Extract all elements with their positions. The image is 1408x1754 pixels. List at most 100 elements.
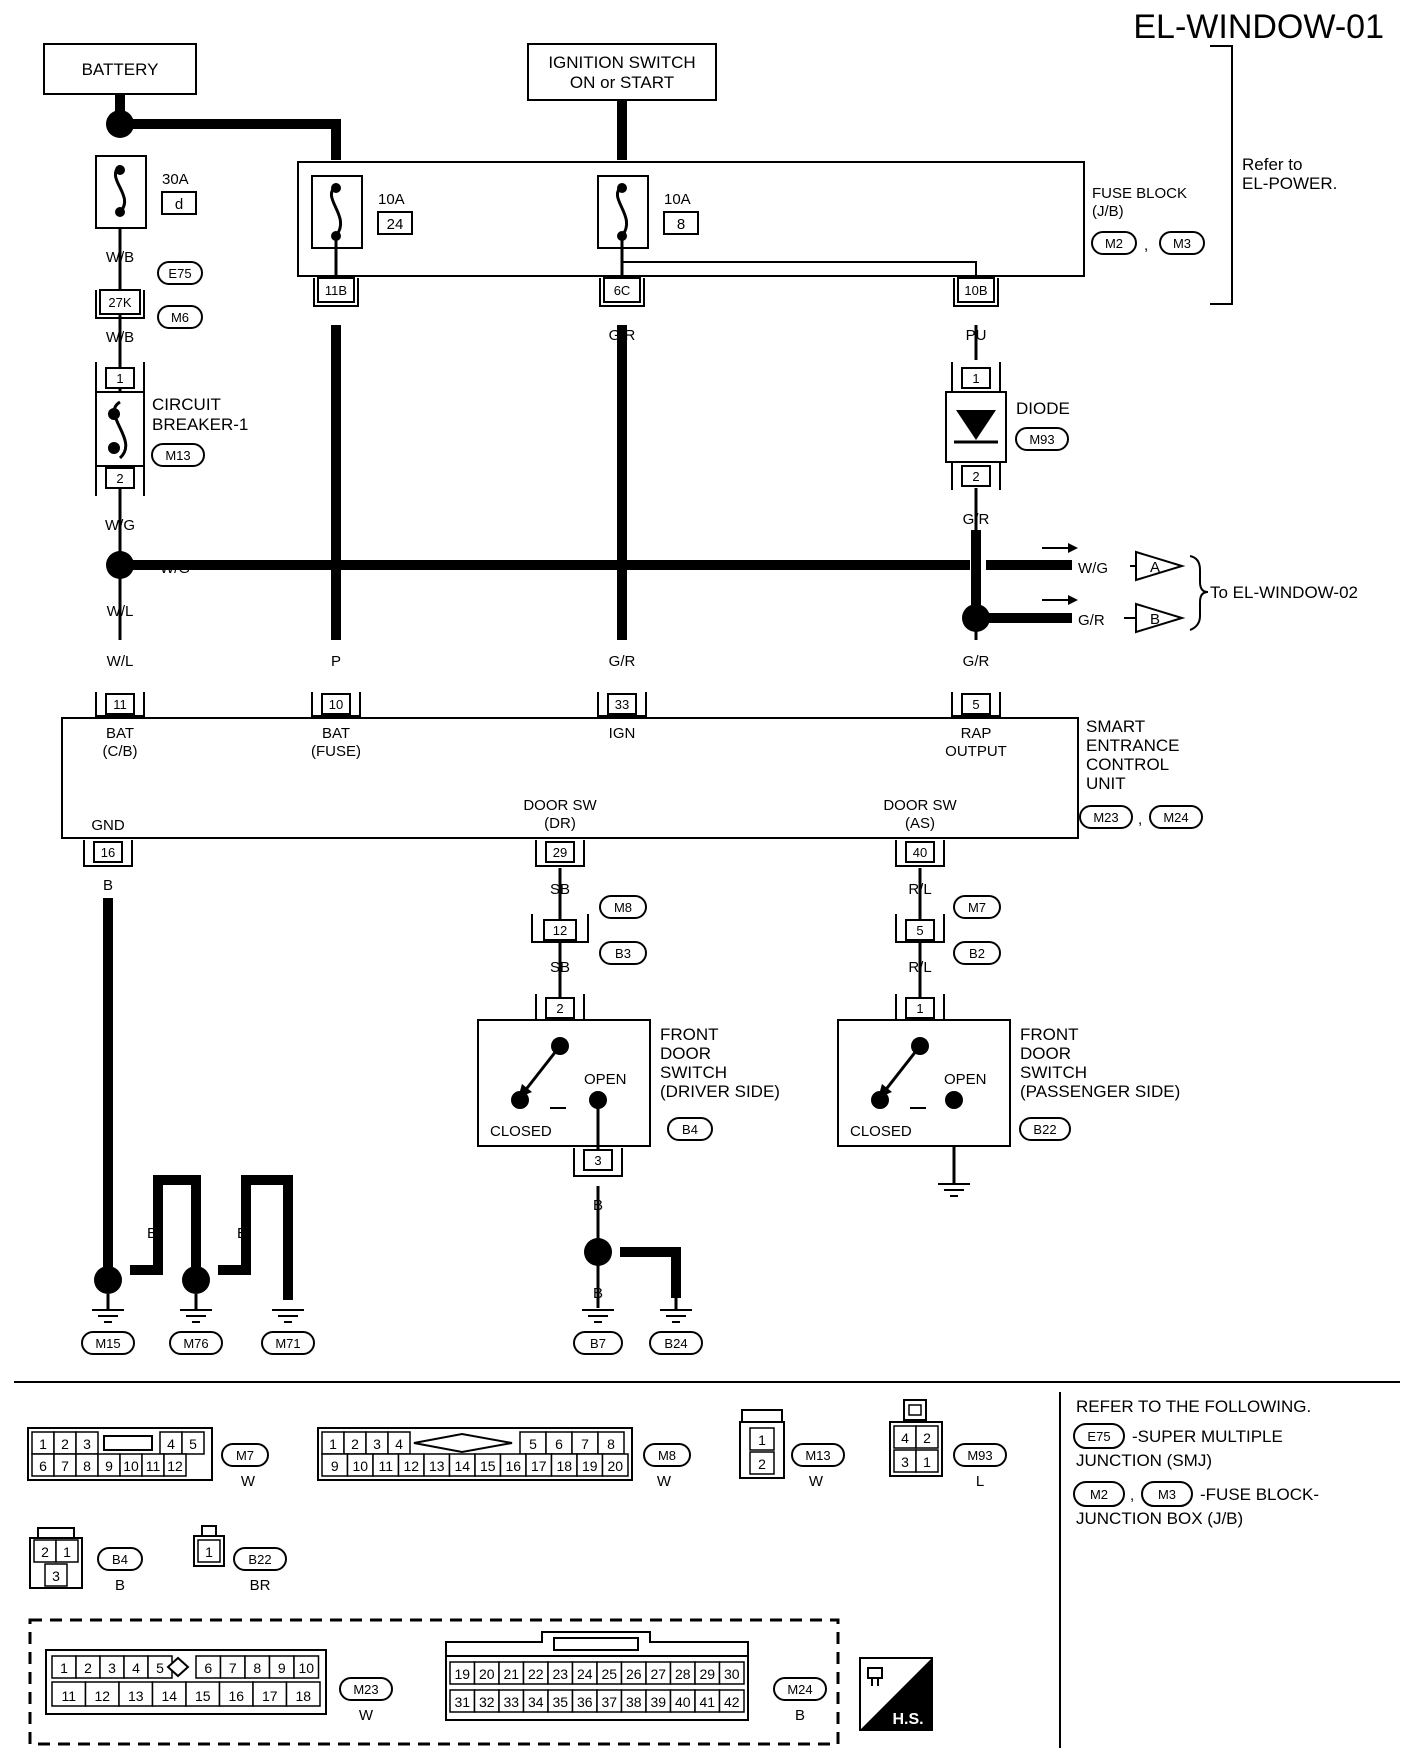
splice-dots — [94, 110, 990, 1294]
conn-b22: B22 — [1033, 1122, 1056, 1137]
ign-fuse-amp: 10A — [664, 191, 691, 208]
conn-b2: B2 — [969, 946, 985, 961]
pin-number: 35 — [552, 1694, 568, 1710]
pin-number: 1 — [923, 1454, 931, 1470]
term-bat-cb-1: BAT — [106, 725, 134, 742]
cavity-14 — [151, 1681, 187, 1707]
view-tag-m93: M93 — [967, 1448, 992, 1463]
pin-number: 14 — [454, 1458, 470, 1474]
ign-fuse-id: 8 — [677, 216, 685, 233]
svg-text:,: , — [1144, 237, 1148, 254]
pin-number: 7 — [229, 1660, 237, 1676]
wire-b-6: B — [283, 1225, 293, 1242]
view-tag-m24: M24 — [787, 1682, 812, 1697]
secu-label-4: UNIT — [1086, 774, 1126, 793]
ground-symbols: M15 M76 M71 B7 B24 — [81, 1294, 703, 1355]
connector-housing — [739, 1421, 785, 1479]
pin-number: 17 — [262, 1688, 278, 1704]
wire-b-5: B — [237, 1225, 247, 1242]
pin-number: 26 — [626, 1666, 642, 1682]
conn-b4: B4 — [682, 1122, 698, 1137]
conn-m23: M23 — [1093, 810, 1118, 825]
circuit-breaker-1: 1 2 CIRCUIT BREAKER-1 M13 — [95, 362, 248, 496]
wire-rl-1: R/L — [908, 881, 931, 898]
legend-fb-line-2: JUNCTION BOX (J/B) — [1076, 1509, 1243, 1528]
as-switch-label-3: SWITCH — [1020, 1063, 1087, 1082]
term-door-as-2: (AS) — [905, 815, 935, 832]
term-door-dr-1: DOOR SW — [523, 797, 597, 814]
connector-housing — [889, 1421, 943, 1477]
pin-number: 1 — [758, 1432, 766, 1448]
pin-number: 4 — [167, 1436, 175, 1452]
pin-number: 24 — [577, 1666, 593, 1682]
pin-number: 32 — [479, 1694, 495, 1710]
pin-number: 10 — [298, 1660, 314, 1676]
legend-fb-line-1: -FUSE BLOCK- — [1200, 1485, 1319, 1504]
dr-switch-label-3: SWITCH — [660, 1063, 727, 1082]
wire-labels-top: W/B W/B P G/R PU — [106, 249, 987, 346]
cb-label-1: CIRCUIT — [152, 395, 221, 414]
pin-number: 11 — [61, 1688, 76, 1704]
pin-number: 12 — [94, 1688, 110, 1704]
wire-b-4: B — [191, 1225, 201, 1242]
bat-fuse-id: 24 — [387, 216, 404, 233]
wire-p-2: P — [331, 653, 341, 670]
pin-number: 16 — [228, 1688, 244, 1704]
ignition-label-1: IGNITION SWITCH — [548, 53, 695, 72]
dr-switch-pin-2: 2 — [556, 1001, 563, 1016]
term-bat-fuse-1: BAT — [322, 725, 350, 742]
fusible-link-30a: 30A d — [95, 155, 197, 229]
wire-wb-1: W/B — [106, 249, 134, 266]
pin-number: 20 — [479, 1666, 495, 1682]
pin-number: 23 — [552, 1666, 568, 1682]
secu-label-3: CONTROL — [1086, 755, 1169, 774]
term-10b: 10B — [964, 283, 987, 298]
wire-b-8: B — [593, 1285, 603, 1302]
link-b: B — [1150, 611, 1160, 628]
wire-wg-2: W/G — [160, 560, 190, 577]
pin-number: 2 — [61, 1436, 69, 1452]
pin-number: 8 — [83, 1458, 91, 1474]
diode-label: DIODE — [1016, 399, 1070, 418]
connector-housing — [317, 1427, 633, 1481]
pin-number: 1 — [205, 1544, 213, 1560]
ground-wire-labels: B B B B B B B B B — [103, 877, 681, 1302]
cavity-1 — [55, 1539, 79, 1563]
secu-label-1: SMART — [1086, 717, 1145, 736]
pin-number: 20 — [607, 1458, 623, 1474]
cavity-1 — [915, 1449, 939, 1473]
pin-number: 15 — [480, 1458, 496, 1474]
pin-number: 6 — [555, 1436, 563, 1452]
as-switch-label-4: (PASSENGER SIDE) — [1020, 1082, 1180, 1101]
wire-sb-2: SB — [550, 959, 570, 976]
conn-m24: M24 — [1163, 810, 1188, 825]
lock-tab — [553, 1637, 639, 1651]
pin-number: 1 — [63, 1544, 71, 1560]
conn-pin-12: 12 — [553, 923, 567, 938]
connector-housing — [27, 1427, 213, 1481]
secu-pin-33: 33 — [615, 697, 629, 712]
link-destination: To EL-WINDOW-02 — [1210, 583, 1358, 602]
pin-number: 13 — [128, 1688, 144, 1704]
as-closed: CLOSED — [850, 1123, 912, 1140]
wire-b-2: B — [103, 1225, 113, 1242]
as-switch-label-1: FRONT — [1020, 1025, 1079, 1044]
link-wire-wg: W/G — [1078, 560, 1108, 577]
secu-pin-29: 29 — [553, 845, 567, 860]
main-fuse-id: d — [175, 196, 183, 213]
conn-e75: E75 — [168, 266, 191, 281]
lock-tab-inner — [908, 1404, 922, 1416]
connector-housing — [193, 1535, 225, 1567]
ground-b24: B24 — [664, 1336, 687, 1351]
ignition-switch: IGNITION SWITCH ON or START — [527, 43, 717, 101]
pin-number: 12 — [403, 1458, 419, 1474]
as-open: OPEN — [944, 1071, 987, 1088]
svg-text:,: , — [1130, 1487, 1134, 1504]
secu-pin-16: 16 — [101, 845, 115, 860]
pin-number: 1 — [39, 1436, 47, 1452]
pin-number: 16 — [505, 1458, 521, 1474]
secu-pin-10: 10 — [329, 697, 343, 712]
pin-number: 33 — [503, 1694, 519, 1710]
cavity-10 — [293, 1655, 320, 1679]
